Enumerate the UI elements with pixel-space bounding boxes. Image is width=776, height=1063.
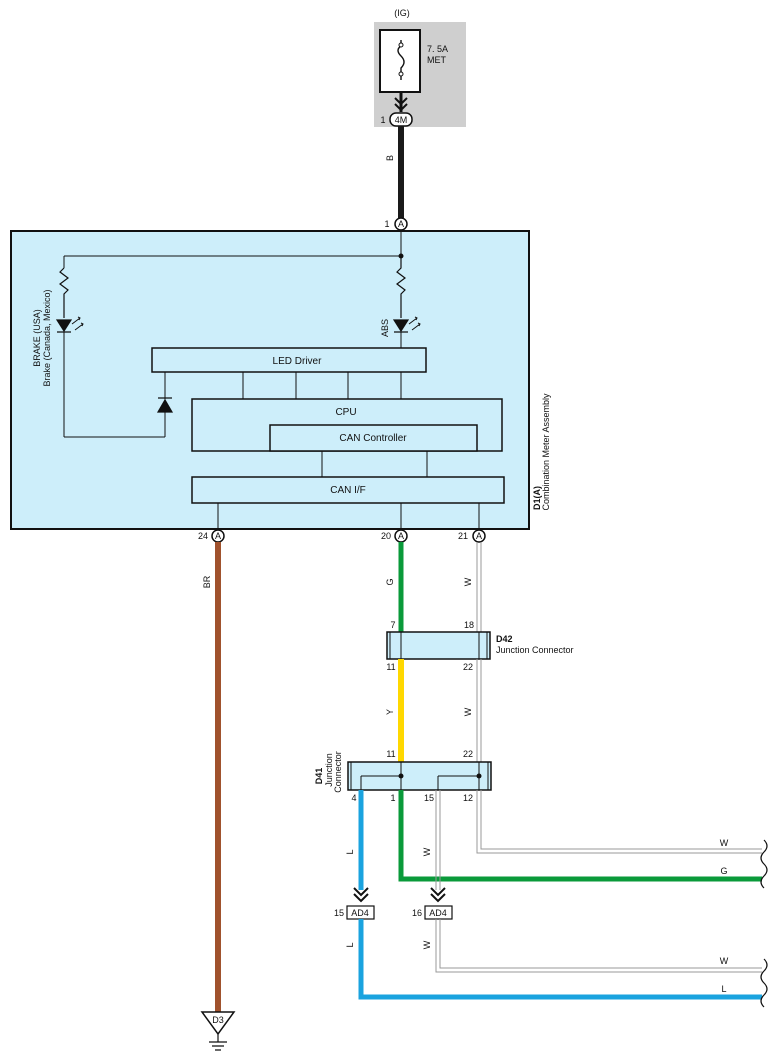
wire-l-lower <box>358 919 762 1000</box>
wire-w-label-3: W <box>422 847 432 856</box>
abs-resistor-icon <box>396 256 406 318</box>
d41-pin-1: 1 <box>390 793 395 803</box>
d41-pin-22: 22 <box>463 749 473 759</box>
brake-label-canada-mexico: Brake (Canada, Mexico) <box>42 289 52 386</box>
meter-pin-a21-number: 21 <box>458 531 468 541</box>
d41-junction-y <box>398 773 404 779</box>
wire-g-lower <box>398 790 762 882</box>
meter-pin-a1-letter: A <box>398 219 404 229</box>
connector-4m-pin: 1 <box>380 115 385 125</box>
d42-code: D42 <box>496 634 513 644</box>
connector-chevron-icon <box>394 97 408 112</box>
wire-w-ad4-a <box>435 919 762 973</box>
ground-icon <box>209 1034 227 1051</box>
wire-g-label: G <box>385 578 395 585</box>
wire-g-label-right: G <box>720 866 727 876</box>
wire-w-label-2: W <box>463 707 473 716</box>
ground-label: D3 <box>212 1015 224 1025</box>
ad4-16-chevron-icon <box>430 887 446 903</box>
ad4-15-label: AD4 <box>351 908 369 918</box>
d41-name-1: Junction <box>324 753 334 787</box>
d41-pin-11: 11 <box>386 749 395 759</box>
diode-icon <box>156 397 174 413</box>
fuse-terminal-bottom <box>398 71 404 77</box>
wire-w-pin12-a <box>476 790 762 854</box>
led-driver-label: LED Driver <box>273 356 323 367</box>
d42-name: Junction Connector <box>496 645 574 655</box>
brake-label-usa: BRAKE (USA) <box>32 309 42 367</box>
meter-pin-a1-number: 1 <box>384 219 389 229</box>
can-if-box <box>191 476 505 504</box>
ad4-15-chevron-icon <box>353 887 369 903</box>
d42-pin-11: 11 <box>386 662 395 672</box>
wire-w-label-right-1: W <box>720 838 729 848</box>
fuse-icon <box>397 40 405 80</box>
wire-br-label: BR <box>202 575 212 588</box>
meter-pin-a20-number: 20 <box>381 531 391 541</box>
ad4-16-pin: 16 <box>412 908 422 918</box>
wire-w-label-1: W <box>463 577 473 586</box>
can-controller-box <box>269 424 478 452</box>
abs-label: ABS <box>380 319 390 337</box>
d42-pin-18: 18 <box>464 620 474 630</box>
fuse-box <box>379 29 421 93</box>
meter-pin-a21 <box>472 529 486 543</box>
d41-code: D41 <box>314 768 324 785</box>
meter-pin-a20-letter: A <box>398 531 404 541</box>
wire-l-label-right: L <box>721 984 726 994</box>
break-mark-1 <box>760 839 768 889</box>
led-driver-box <box>151 347 427 373</box>
d41-pin-4: 4 <box>351 793 356 803</box>
ad4-16-box <box>424 905 453 920</box>
wire-w-pin12-b <box>480 790 762 850</box>
d41-pin-15: 15 <box>424 793 434 803</box>
d42-pin-7: 7 <box>390 620 395 630</box>
d41-junction-w <box>476 773 482 779</box>
wire-l-label-2: L <box>345 942 355 947</box>
cpu-label: CPU <box>335 407 356 418</box>
wire-w-label-4: W <box>422 940 432 949</box>
d42-pin-22: 22 <box>463 662 473 672</box>
meter-code: D1(A) <box>532 486 542 510</box>
fuse-name: MET <box>427 55 447 65</box>
wire-w-ad4-b <box>439 919 762 969</box>
meter-name: Combination Meter Assembly <box>541 393 551 511</box>
can-controller-label: CAN Controller <box>339 433 407 444</box>
fuse-amp: 7. 5A <box>427 44 448 54</box>
ad4-15-pin: 15 <box>334 908 344 918</box>
meter-pin-a24-number: 24 <box>198 531 208 541</box>
wire-w-label-right-2: W <box>720 956 729 966</box>
connector-4m-label: 4M <box>395 115 408 125</box>
d41-pin-12: 12 <box>463 793 473 803</box>
d41-name-2: Connector <box>333 751 343 793</box>
can-if-label: CAN I/F <box>330 485 366 496</box>
wire-b-label: B <box>385 155 395 161</box>
break-mark-2 <box>760 958 768 1008</box>
wire-y-label: Y <box>385 709 395 715</box>
wire-l-label-1: L <box>345 849 355 854</box>
ad4-16-label: AD4 <box>429 908 447 918</box>
abs-led-rays-icon <box>408 316 421 331</box>
brake-resistor-icon <box>59 267 69 318</box>
fuse-terminal-top <box>398 42 404 48</box>
ig-label: (IG) <box>394 8 410 18</box>
d42-connector-box <box>386 631 491 660</box>
brake-led-rays-icon <box>71 316 84 331</box>
meter-pin-a21-letter: A <box>476 531 482 541</box>
ground-triangle <box>200 1011 236 1036</box>
meter-pin-a24-letter: A <box>215 531 221 541</box>
